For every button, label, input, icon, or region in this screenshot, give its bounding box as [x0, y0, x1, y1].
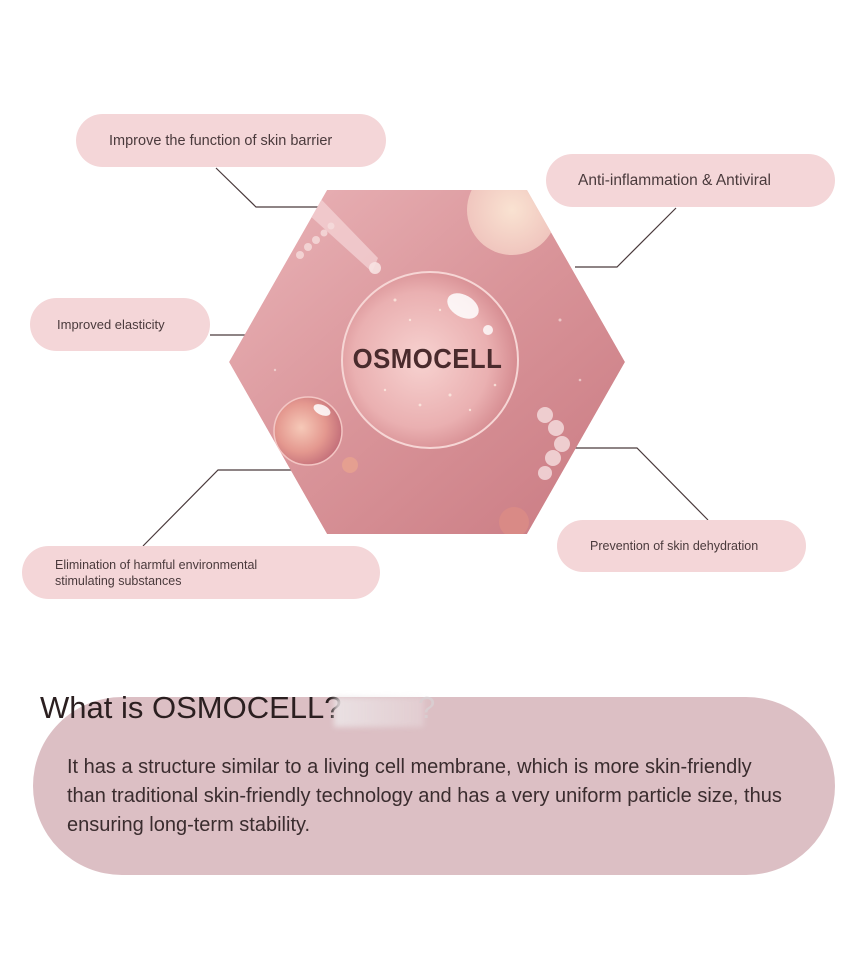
connector-dehydration: [575, 447, 709, 521]
benefit-dehydration: Prevention of skin dehydration: [557, 520, 806, 572]
benefit-elasticity-label: Improved elasticity: [57, 317, 165, 332]
connector-skin-barrier: [215, 167, 338, 208]
description-text: It has a structure similar to a living c…: [67, 756, 782, 836]
connector-anti-inflammation: [575, 207, 677, 268]
faded-title-suffix: ?: [418, 690, 436, 725]
description-box: It has a structure similar to a living c…: [33, 697, 835, 875]
benefit-skin-barrier: Improve the function of skin barrier: [76, 114, 386, 167]
benefit-anti-inflammation: Anti-inflammation & Antiviral: [546, 154, 835, 207]
benefit-elimination-label-line2: stimulating substances: [55, 573, 182, 588]
benefit-skin-barrier-label: Improve the function of skin barrier: [109, 132, 333, 149]
connector-elimination: [142, 469, 300, 547]
section-title: What is OSMOCELL?: [40, 690, 342, 725]
faded-title-overlay: [334, 697, 424, 727]
osmocell-logo-text: OSMOCELL: [352, 343, 503, 374]
benefit-anti-inflammation-label: Anti-inflammation & Antiviral: [578, 171, 771, 189]
benefit-dehydration-label: Prevention of skin dehydration: [590, 539, 759, 553]
benefit-elimination: Elimination of harmful environmental sti…: [22, 546, 380, 599]
benefit-elimination-label-line1: Elimination of harmful environmental: [55, 557, 258, 572]
osmocell-hexagon-image: [229, 190, 625, 534]
benefit-elasticity: Improved elasticity: [30, 298, 210, 351]
